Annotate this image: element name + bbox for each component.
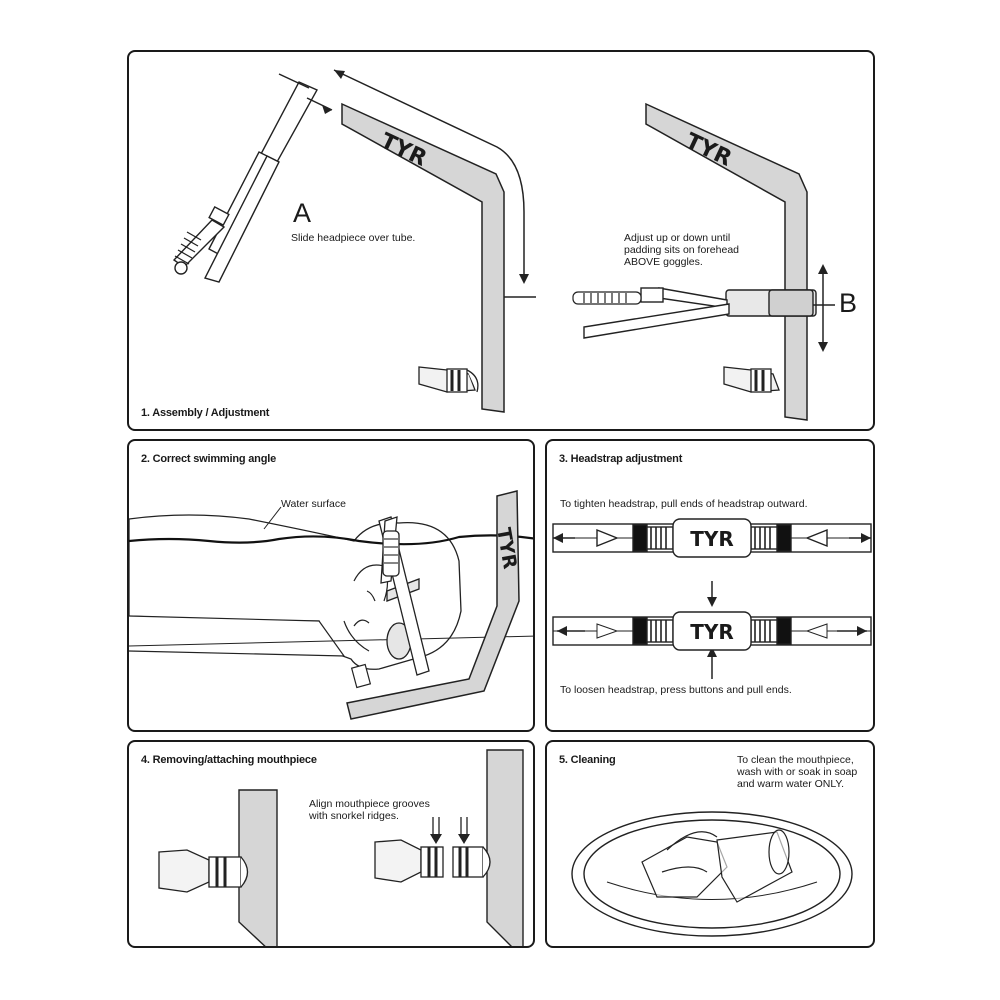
brand-logo-strap-top: TYR — [690, 527, 734, 551]
cleaning-bowl — [571, 811, 853, 937]
panel-title-headstrap: 3. Headstrap adjustment — [559, 453, 683, 465]
swimmer-illustration: TYR — [129, 490, 533, 720]
cleaning-illustration — [571, 811, 853, 937]
caption-cleaning: To clean the mouthpiece, wash with or so… — [737, 754, 857, 790]
label-a: A — [293, 198, 312, 228]
caption-adjust-line1: Adjust up or down until — [624, 232, 731, 244]
tube-left-mp — [238, 789, 278, 946]
mouthpiece-swim — [350, 663, 372, 689]
strap-tighten — [552, 518, 872, 558]
tube-right-mp — [486, 749, 524, 946]
water-surface-line — [129, 534, 533, 546]
mouthpiece-right — [723, 366, 780, 393]
panel-assembly: TYR TYR A Slide headpiece over tube. Adj… — [127, 50, 875, 431]
caption-adjust-line3: ABOVE goggles. — [624, 256, 703, 268]
panel-swimming-angle: TYR 2. Correct swimming angle Water surf… — [127, 439, 535, 732]
caption-tighten: To tighten headstrap, pull ends of heads… — [560, 498, 808, 510]
headpiece-horizontal — [572, 287, 817, 339]
caption-cleaning-line1: To clean the mouthpiece, — [737, 754, 854, 766]
swimmer-body — [129, 514, 462, 670]
water-surface-label: Water surface — [281, 498, 346, 510]
label-b: B — [839, 288, 858, 318]
snorkel-tube-right — [645, 102, 808, 421]
mouthpiece-attached — [158, 849, 249, 893]
goggles — [386, 578, 420, 660]
headstrap-swim — [378, 516, 430, 676]
caption-align-line2: with snorkel ridges. — [309, 810, 399, 822]
mouthpiece-detached — [374, 839, 491, 883]
assembly-illustration: TYR TYR — [172, 69, 835, 421]
caption-loosen: To loosen headstrap, press buttons and p… — [560, 684, 792, 696]
adjust-arrows — [813, 270, 835, 347]
panel-title-cleaning: 5. Cleaning — [559, 754, 616, 766]
panel-title-mouthpiece: 4. Removing/attaching mouthpiece — [141, 754, 317, 766]
panel-headstrap: TYR TYR 3. Headstrap adjustment To tight… — [545, 439, 875, 732]
mouthpiece-in-bowl — [641, 829, 793, 903]
mouthpiece-left — [418, 366, 479, 393]
caption-cleaning-line2: wash with or soak in soap — [737, 766, 858, 778]
caption-slide-headpiece: Slide headpiece over tube. — [291, 232, 416, 244]
caption-adjust: Adjust up or down until padding sits on … — [624, 232, 739, 268]
panel-title-swimming-angle: 2. Correct swimming angle — [141, 453, 276, 465]
caption-adjust-line2: padding sits on forehead — [624, 244, 740, 256]
snorkel-tube-swim — [346, 490, 520, 720]
mouthpiece-illustration — [158, 749, 524, 946]
brand-logo-strap-bottom: TYR — [690, 620, 734, 644]
snorkel-tube-left — [341, 102, 505, 413]
caption-cleaning-line3: and warm water ONLY. — [737, 778, 844, 790]
headpiece-diagonal — [172, 81, 318, 283]
panel-mouthpiece: 4. Removing/attaching mouthpiece Align m… — [127, 740, 535, 948]
caption-align: Align mouthpiece grooves with snorkel ri… — [309, 798, 430, 822]
panel-cleaning: 5. Cleaning To clean the mouthpiece, was… — [545, 740, 875, 948]
headstrap-illustration: TYR TYR — [552, 518, 872, 679]
panel-title-assembly: 1. Assembly / Adjustment — [141, 407, 270, 419]
caption-align-line1: Align mouthpiece grooves — [309, 798, 430, 810]
